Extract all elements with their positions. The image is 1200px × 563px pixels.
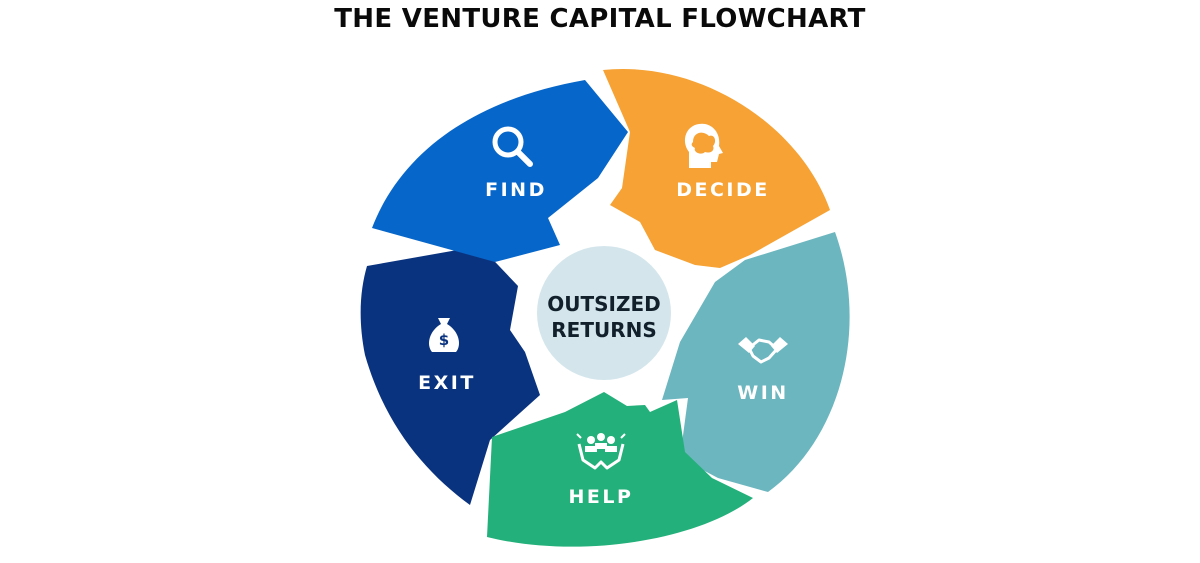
segment-exit-shape	[360, 246, 540, 505]
center-hub: OUTSIZED RETURNS	[537, 246, 671, 380]
segment-decide-shape	[603, 68, 830, 268]
segment-win-label: WIN	[737, 382, 788, 404]
people-hands-icon	[576, 433, 626, 470]
page-title: THE VENTURE CAPITAL FLOWCHART	[334, 4, 866, 34]
segment-find: FIND	[372, 80, 628, 262]
center-label-line-2: RETURNS	[551, 318, 657, 342]
money-bag-icon: $	[429, 318, 459, 352]
segment-decide-label: DECIDE	[676, 179, 770, 201]
segment-help-label: HELP	[569, 486, 634, 508]
segment-help: HELP	[487, 392, 753, 547]
segment-find-label: FIND	[485, 179, 547, 201]
segment-decide: DECIDE	[603, 68, 830, 268]
segment-win: WIN	[662, 232, 850, 492]
center-circle	[537, 246, 671, 380]
segment-exit-label: EXIT	[418, 372, 476, 394]
segment-find-shape	[372, 80, 628, 262]
handshake-icon	[738, 337, 788, 364]
center-label-line-1: OUTSIZED	[547, 292, 661, 316]
magnifier-icon	[492, 126, 533, 167]
segment-win-shape	[662, 232, 850, 492]
svg-text:$: $	[439, 331, 449, 349]
brain-head-icon	[684, 123, 723, 168]
segment-exit: $ EXIT	[360, 246, 540, 505]
segment-help-shape	[487, 392, 753, 547]
